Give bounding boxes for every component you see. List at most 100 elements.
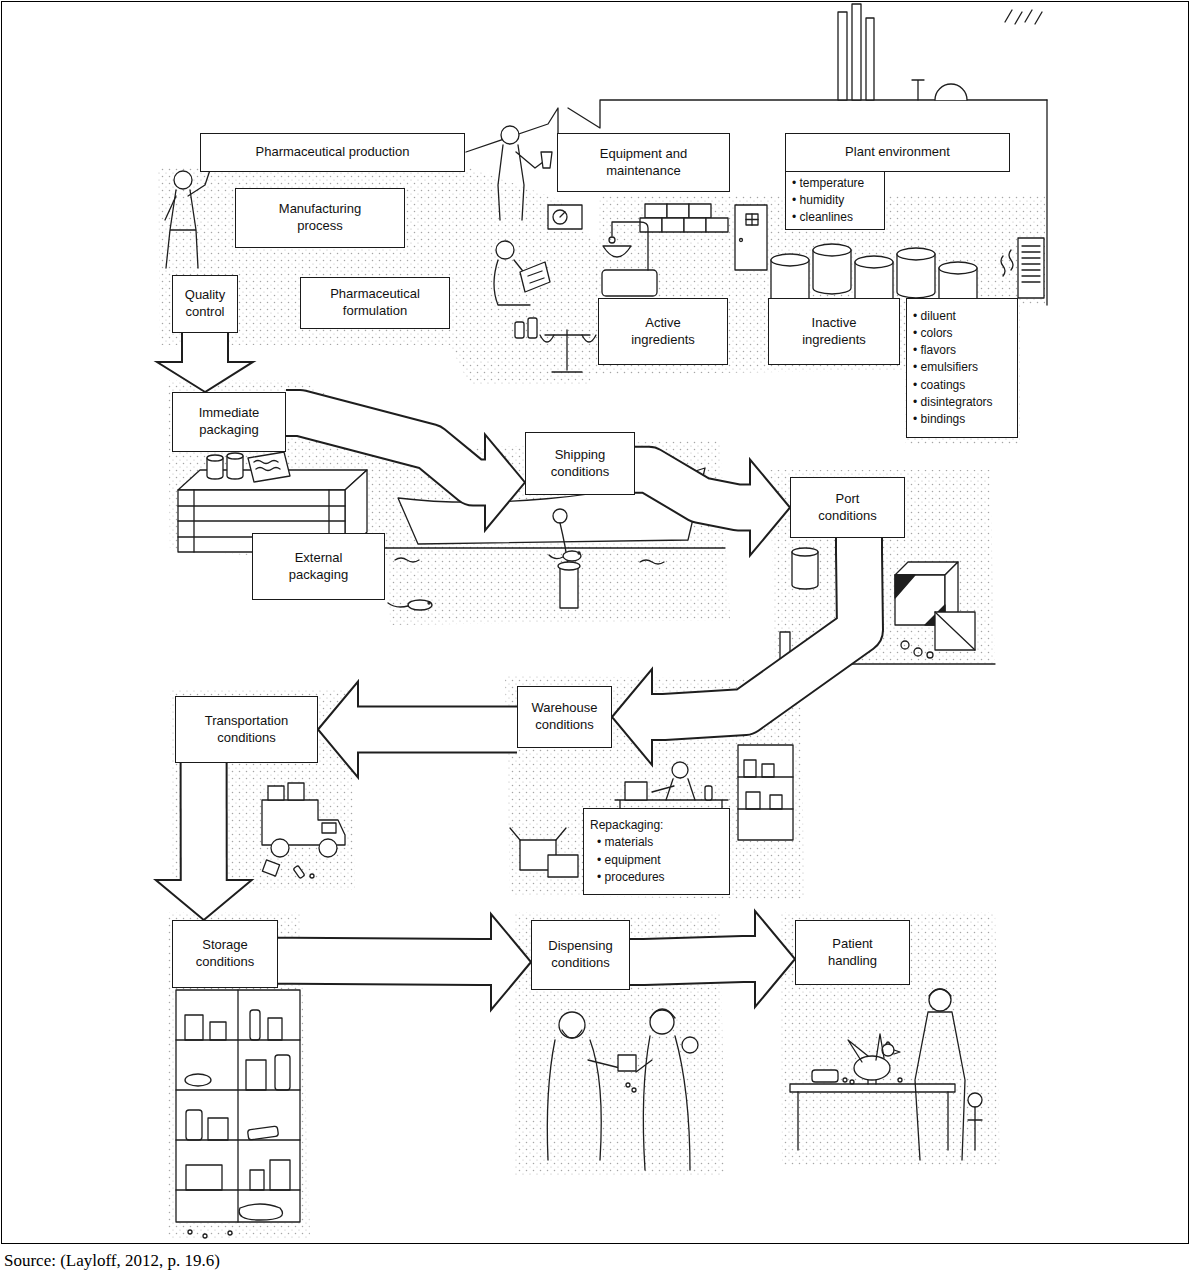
equipment <box>553 210 567 224</box>
arrow-body <box>286 413 489 482</box>
pharmacist <box>547 1012 636 1160</box>
equipment <box>602 270 657 296</box>
stage-box: Port conditions <box>790 477 905 538</box>
flow-arrow <box>286 413 525 530</box>
pharmacist <box>562 1030 582 1038</box>
equipment <box>515 204 728 372</box>
equipment <box>706 218 728 232</box>
packing-crate <box>227 453 243 459</box>
port-cargo <box>792 548 818 556</box>
rat <box>388 551 581 610</box>
barrels <box>771 254 809 266</box>
lab-worker <box>166 190 198 268</box>
illustration <box>165 4 1047 1238</box>
barrels <box>897 248 935 260</box>
equipment <box>645 204 667 218</box>
warehouse <box>672 762 688 778</box>
rat <box>563 551 581 561</box>
stipple-ground <box>158 168 600 385</box>
stage-box: Inactive ingredients <box>768 298 900 365</box>
equipment <box>609 237 615 243</box>
factory-building <box>568 100 1047 128</box>
port-cargo <box>914 648 922 656</box>
stage-box: Pharmaceutical formulation <box>300 277 450 329</box>
warehouse <box>625 782 647 800</box>
figure-frame <box>2 2 1189 1244</box>
arrow-body <box>182 763 226 884</box>
figure-caption: Source: (Layloff, 2012, p. 19.6) <box>4 1251 220 1271</box>
equipment <box>640 218 662 232</box>
box-label: Active ingredients <box>618 315 708 348</box>
barrels <box>855 256 893 268</box>
equipment <box>662 218 684 232</box>
storage-shelves <box>203 1234 207 1238</box>
box-label: Pharmaceutical production <box>256 144 410 161</box>
customer <box>650 1010 674 1034</box>
port-cargo <box>901 641 909 649</box>
patient-scene <box>886 1042 900 1054</box>
packing-crate <box>248 452 290 482</box>
stage-box: Plant environment <box>785 133 1010 172</box>
lab-worker <box>496 241 514 259</box>
equipment <box>528 318 537 338</box>
flow-arrow <box>635 460 790 556</box>
storage-shelves <box>176 990 300 1238</box>
port-cargo <box>792 552 818 589</box>
warehouse <box>705 786 712 800</box>
lab-worker <box>528 271 544 283</box>
arrow-body <box>183 333 227 366</box>
list-item: • flavors <box>913 342 956 359</box>
patient-scene <box>848 1034 884 1084</box>
factory-building <box>838 12 847 100</box>
list-item: • cleanlines <box>792 209 853 226</box>
equipment <box>548 205 582 229</box>
flow-arrow <box>630 911 795 1007</box>
list-item: • diluent <box>913 308 956 325</box>
arrow-body <box>278 961 495 962</box>
box-label: Pharmaceutical formulation <box>315 286 435 319</box>
pharmacist <box>559 1012 585 1038</box>
factory-building <box>1001 250 1013 276</box>
patient-scene <box>812 1070 838 1082</box>
patient-scene <box>915 1012 965 1160</box>
cargo-ship <box>553 509 567 523</box>
rat <box>388 603 408 607</box>
flow-arrow <box>318 682 517 778</box>
storage-shelves <box>246 1060 266 1090</box>
warehouse <box>615 800 728 808</box>
delivery-truck <box>322 823 336 833</box>
delivery-truck <box>262 800 345 845</box>
cargo-ship <box>385 548 725 564</box>
delivery-truck <box>319 839 337 857</box>
storage-shelves <box>210 1022 226 1040</box>
rat <box>549 555 563 559</box>
storage-shelves <box>275 1055 290 1090</box>
delivery-truck <box>288 783 304 800</box>
equipment <box>684 218 706 232</box>
warehouse <box>762 764 774 777</box>
factory-building <box>466 4 1047 305</box>
storage-shelves <box>185 1074 211 1086</box>
box-label: Warehouse conditions <box>525 700 605 733</box>
arrow-head <box>485 434 525 530</box>
equipment <box>560 212 565 217</box>
storage-shelves <box>239 1204 282 1220</box>
factory-building <box>866 18 874 100</box>
warehouse <box>744 760 756 777</box>
packing-crate <box>254 461 280 471</box>
stage-box: Shipping conditions <box>525 432 635 495</box>
patient-scene <box>929 989 951 996</box>
storage-shelves <box>247 1126 278 1140</box>
factory-building <box>1005 10 1042 24</box>
warehouse <box>738 777 793 809</box>
storage-shelves <box>185 1015 203 1040</box>
stage-box: Patient handling <box>795 920 910 985</box>
stage-box: Transportation conditions <box>175 696 318 763</box>
arrow-head <box>612 669 652 765</box>
customer <box>636 1036 690 1170</box>
delivery-truck <box>262 860 279 876</box>
stage-box: Equipment and maintenance <box>557 133 730 192</box>
box-label: Patient handling <box>813 936 893 969</box>
